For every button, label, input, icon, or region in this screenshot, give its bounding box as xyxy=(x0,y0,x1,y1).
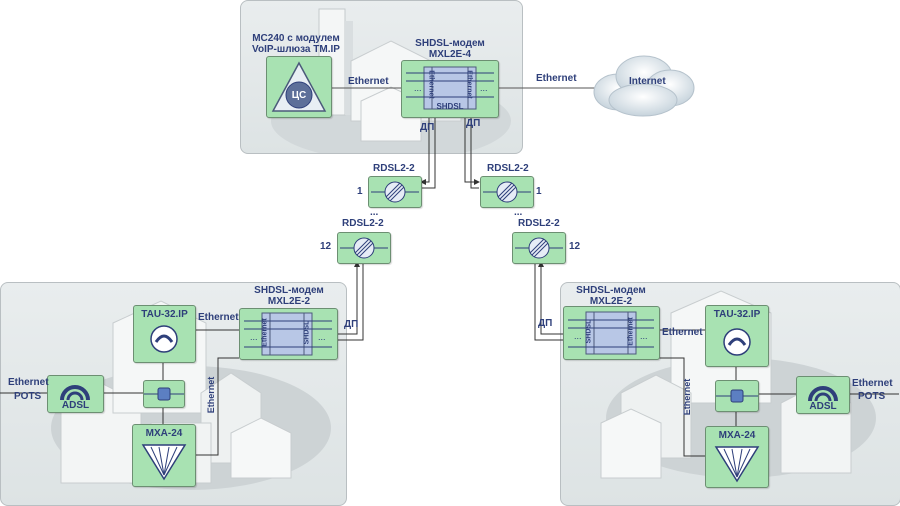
top-dp-right: ДП xyxy=(466,118,481,129)
phone-icon xyxy=(150,325,178,353)
right-tau-device[interactable]: TAU-32.IP xyxy=(705,305,769,367)
right-ethernet-h: Ethernet xyxy=(662,327,703,338)
left-modem-inner-left: Ethernet xyxy=(261,318,269,347)
splitter-icon xyxy=(716,389,758,403)
repeater-left-dots: ... xyxy=(370,207,379,218)
repeater-right-top-label: RDSL2-2 xyxy=(487,163,529,174)
left-dp-label: ДП xyxy=(344,319,359,330)
top-dp-left: ДП xyxy=(420,122,435,133)
left-ext-ethernet: Ethernet xyxy=(8,377,49,388)
left-mxa24-label: MXA-24 xyxy=(145,428,183,439)
left-modem-label-line1: SHDSL-модем xyxy=(254,285,324,296)
svg-text:...: ... xyxy=(414,83,422,93)
phone-icon xyxy=(723,328,751,356)
left-modem-ports-icon: ... ... xyxy=(244,312,332,356)
left-mxa24[interactable]: MXA-24 xyxy=(132,424,196,487)
right-mxa24[interactable]: MXA-24 xyxy=(705,426,769,488)
svg-text:...: ... xyxy=(318,332,326,342)
top-ethernet-right: Ethernet xyxy=(536,73,577,84)
right-ethernet-v: Ethernet xyxy=(682,378,692,416)
right-ext-pots: POTS xyxy=(858,391,886,402)
right-modem-label-line2: MXL2E-2 xyxy=(589,296,633,307)
right-modem-label-line1: SHDSL-модем xyxy=(576,285,646,296)
top-modem-label-line1: SHDSL-модем xyxy=(415,38,485,49)
top-ethernet-left: Ethernet xyxy=(348,76,389,87)
left-modem-mxl2e-2[interactable]: ... ... Ethernet SHDSL xyxy=(239,308,338,360)
mc240-label-line2: VoIP-шлюза TM.IP xyxy=(252,44,340,55)
top-modem-mxl2e-4[interactable]: ... ... Ethernet Ethernet SHDSL xyxy=(401,60,499,118)
repeater-left-bottom[interactable] xyxy=(337,232,391,264)
central-office-icon xyxy=(271,61,327,112)
left-modem-label: SHDSL-модем MXL2E-2 xyxy=(244,285,334,307)
repeater-right-bottom[interactable] xyxy=(512,232,566,264)
left-ethernet-v: Ethernet xyxy=(206,376,216,414)
left-modem-label-line2: MXL2E-2 xyxy=(267,296,311,307)
top-modem-label: SHDSL-модем MXL2E-4 xyxy=(404,38,496,60)
repeater-right-top[interactable] xyxy=(480,176,534,208)
adsl-icon xyxy=(60,385,90,401)
right-modem-mxl2e-2[interactable]: ... ... SHDSL Ethernet xyxy=(563,306,660,360)
right-modem-inner-left: SHDSL xyxy=(585,319,593,344)
right-modem-inner-right: Ethernet xyxy=(627,317,635,346)
left-tau-device[interactable]: TAU-32.IP xyxy=(133,305,196,363)
mxa-fan-icon xyxy=(141,444,187,481)
top-modem-inner-right: Ethernet xyxy=(465,70,473,99)
mc240-label-line1: MC240 с модулем xyxy=(252,33,340,44)
repeater-icon xyxy=(515,237,563,259)
splitter-icon xyxy=(144,387,184,401)
left-splitter[interactable] xyxy=(143,380,185,408)
repeater-icon xyxy=(483,181,531,203)
mc240-device[interactable]: ЦС xyxy=(266,56,332,118)
right-dp-label: ДП xyxy=(538,318,553,329)
svg-text:...: ... xyxy=(250,332,258,342)
repeater-right-bottom-label: RDSL2-2 xyxy=(518,218,560,229)
repeater-right-dots: ... xyxy=(514,207,523,218)
right-splitter[interactable] xyxy=(715,380,759,412)
mxa-fan-icon xyxy=(714,446,760,483)
repeater-icon xyxy=(340,237,388,259)
mc240-label: MC240 с модулем VoIP-шлюза TM.IP xyxy=(248,33,344,55)
mc240-icon-text: ЦС xyxy=(291,90,307,101)
repeater-left-top[interactable] xyxy=(368,176,422,208)
left-adsl-label: ADSL xyxy=(61,400,90,411)
repeater-right-top-num: 1 xyxy=(536,186,542,197)
left-adsl-modem[interactable]: ADSL xyxy=(47,375,104,413)
svg-text:...: ... xyxy=(480,83,488,93)
internet-label: Internet xyxy=(629,76,666,87)
repeater-left-top-label: RDSL2-2 xyxy=(373,163,415,174)
left-modem-inner-right: SHDSL xyxy=(303,320,311,345)
left-ethernet-h: Ethernet xyxy=(198,312,239,323)
right-ext-ethernet: Ethernet xyxy=(852,378,893,389)
right-modem-ports-icon: ... ... xyxy=(568,311,654,355)
repeater-right-bottom-num: 12 xyxy=(569,241,581,252)
internet-cloud-icon xyxy=(593,55,695,117)
left-ext-pots: POTS xyxy=(14,391,42,402)
left-tau-device-label: TAU-32.IP xyxy=(141,309,188,320)
right-modem-label: SHDSL-модем MXL2E-2 xyxy=(566,285,656,307)
top-modem-inner-bottom: SHDSL xyxy=(436,102,464,111)
adsl-icon xyxy=(808,386,838,402)
top-modem-inner-left: Ethernet xyxy=(427,70,435,99)
top-modem-label-line2: MXL2E-4 xyxy=(428,49,472,60)
right-mxa24-label: MXA-24 xyxy=(718,430,756,441)
top-modem-ports-icon: ... ... xyxy=(406,66,494,110)
svg-text:...: ... xyxy=(574,331,582,341)
repeater-left-top-num: 1 xyxy=(357,186,363,197)
right-adsl-modem[interactable]: ADSL xyxy=(796,376,850,414)
repeater-left-bottom-num: 12 xyxy=(320,241,332,252)
right-adsl-label: ADSL xyxy=(809,401,837,412)
svg-text:...: ... xyxy=(640,331,648,341)
repeater-icon xyxy=(371,181,419,203)
repeater-left-bottom-label: RDSL2-2 xyxy=(342,218,384,229)
right-tau-label: TAU-32.IP xyxy=(713,309,761,320)
